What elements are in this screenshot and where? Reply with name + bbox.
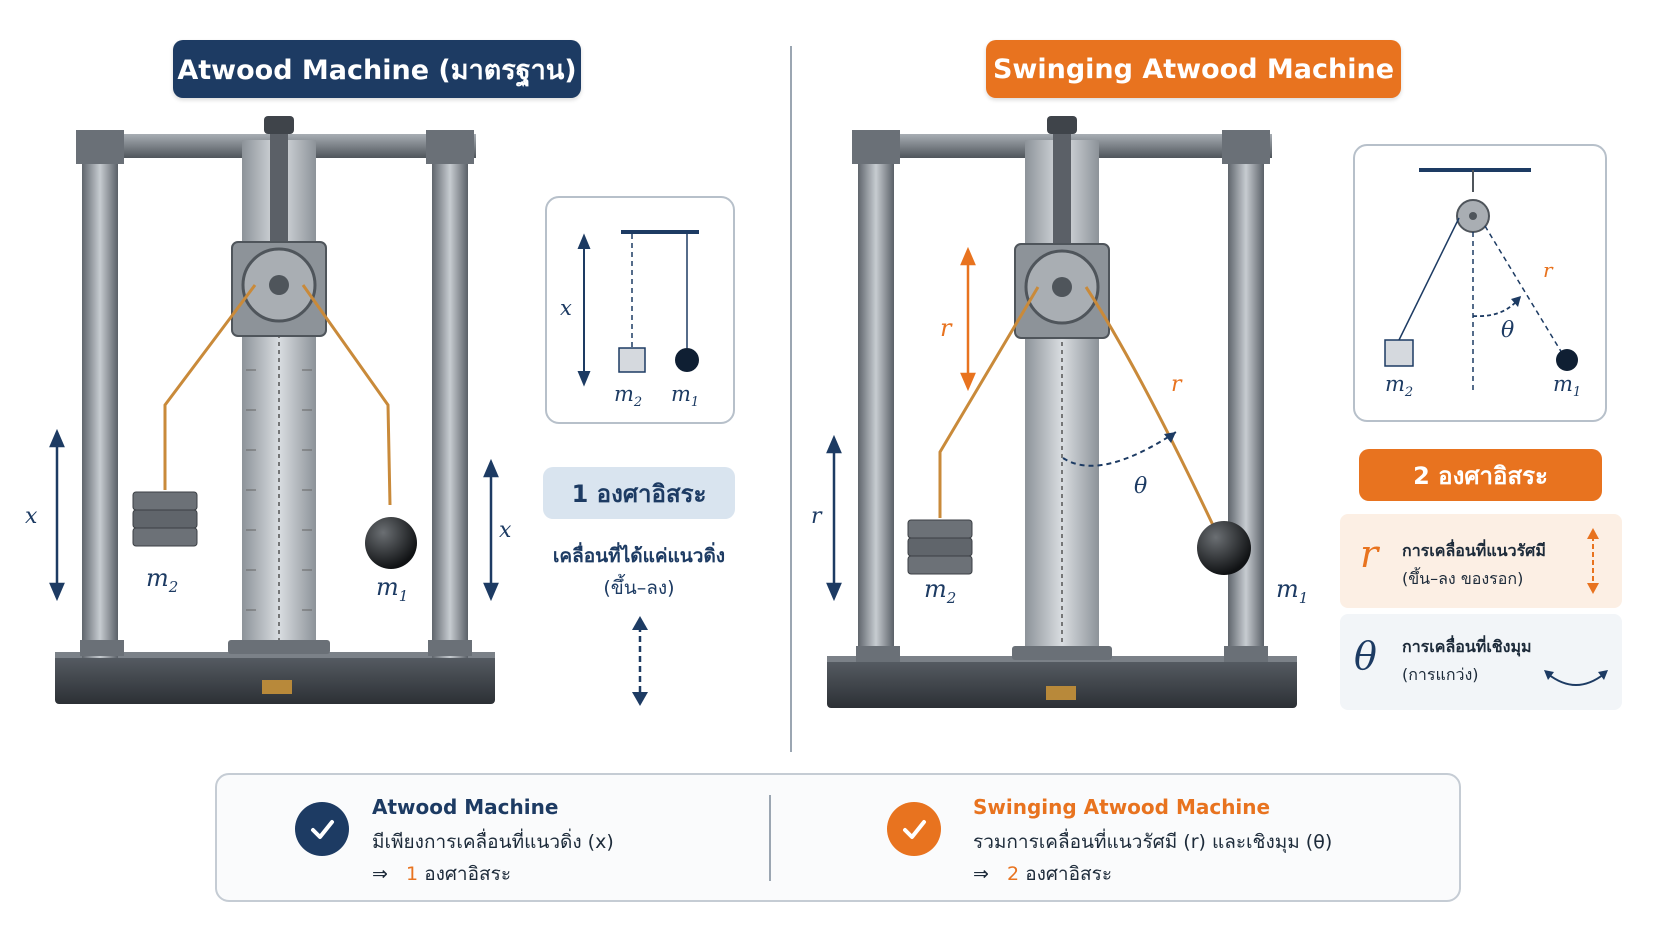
radial-line-1: การเคลื่อนที่แนวรัศมี bbox=[1402, 541, 1546, 560]
base-plate bbox=[55, 652, 495, 704]
desc-line-2: (ขึ้น–ลง) bbox=[603, 577, 675, 599]
label-r-rope: r bbox=[1171, 372, 1182, 397]
schematic-label-theta: θ bbox=[1501, 318, 1515, 343]
schematic-label-x: x bbox=[560, 296, 572, 320]
label-m2-right: m2 bbox=[924, 575, 957, 607]
radial-symbol: r bbox=[1360, 532, 1379, 576]
summary-right-line-2: ⇒ 2 องศาอิสระ bbox=[973, 863, 1113, 885]
angular-line-2: (การแกว่ง) bbox=[1402, 665, 1479, 684]
schematic-label-m2: m2 bbox=[614, 382, 643, 411]
check-icon bbox=[295, 802, 349, 856]
check-icon bbox=[887, 802, 941, 856]
angular-motion-box: θ การเคลื่อนที่เชิงมุม (การแกว่ง) bbox=[1340, 614, 1622, 710]
mass-m2-weights bbox=[132, 491, 198, 547]
left-description: เคลื่อนที่ได้แค่แนวดิ่ง (ขึ้น–ลง) bbox=[534, 540, 744, 604]
summary-left-line-1: มีเพียงการเคลื่อนที่แนวดิ่ง (x) bbox=[372, 831, 614, 853]
label-m1-right: m1 bbox=[1276, 575, 1309, 607]
mass-m1-ball bbox=[365, 517, 417, 569]
label-m1: m1 bbox=[376, 573, 409, 605]
label-r-navy: r bbox=[811, 504, 822, 529]
summary-panel: Atwood Machine มีเพียงการเคลื่อนที่แนวดิ… bbox=[215, 773, 1461, 902]
label-r-orange: r bbox=[940, 314, 952, 342]
schematic-m2 bbox=[618, 347, 646, 373]
center-divider bbox=[790, 46, 792, 752]
atwood-apparatus bbox=[49, 116, 499, 704]
schematic-label-m1: m1 bbox=[671, 382, 700, 411]
schematic-label-m1-right: m1 bbox=[1553, 372, 1582, 401]
dof-badge-1: 1 องศาอิสระ bbox=[543, 467, 735, 519]
base-plaque bbox=[262, 680, 292, 694]
right-schematic-card: r θ m2 m1 bbox=[1353, 144, 1607, 422]
radial-line-2: (ขึ้น–ลง ของรอก) bbox=[1402, 569, 1524, 588]
summary-left-title: Atwood Machine bbox=[372, 795, 559, 819]
left-title: Atwood Machine (มาตรฐาน) bbox=[173, 40, 581, 98]
rope-left bbox=[163, 284, 257, 490]
desc-line-1: เคลื่อนที่ได้แค่แนวดิ่ง bbox=[552, 545, 726, 567]
double-arrow-icon bbox=[632, 616, 648, 706]
top-knob bbox=[264, 116, 294, 134]
right-title: Swinging Atwood Machine bbox=[986, 40, 1401, 98]
schematic-label-m2-right: m2 bbox=[1385, 372, 1414, 401]
angular-line-1: การเคลื่อนที่เชิงมุม bbox=[1402, 637, 1532, 656]
label-theta: θ bbox=[1134, 474, 1148, 499]
label-m2: m2 bbox=[146, 564, 179, 596]
dof-badge-2: 2 องศาอิสระ bbox=[1359, 449, 1602, 501]
rope-right bbox=[301, 284, 392, 506]
angular-symbol: θ bbox=[1354, 634, 1377, 678]
right-column bbox=[432, 138, 468, 658]
schematic-label-r: r bbox=[1543, 258, 1553, 282]
summary-right-title: Swinging Atwood Machine bbox=[973, 795, 1271, 819]
summary-left-line-2: ⇒ 1 องศาอิสระ bbox=[372, 863, 512, 885]
label-x-left: x bbox=[25, 504, 38, 529]
schematic-m1 bbox=[675, 348, 699, 372]
left-column bbox=[82, 138, 118, 658]
radial-motion-box: r การเคลื่อนที่แนวรัศมี (ขึ้น–ลง ของรอก) bbox=[1340, 514, 1622, 608]
summary-right-line-1: รวมการเคลื่อนที่แนวรัศมี (r) และเชิงมุม … bbox=[973, 831, 1333, 853]
label-x-right: x bbox=[499, 518, 512, 543]
radial-double-arrow-icon bbox=[1587, 528, 1599, 594]
curved-arrow-icon bbox=[1544, 670, 1608, 686]
summary-divider bbox=[769, 795, 771, 881]
left-schematic-card: x m2 m1 bbox=[545, 196, 735, 424]
swinging-atwood-apparatus bbox=[826, 116, 1297, 708]
